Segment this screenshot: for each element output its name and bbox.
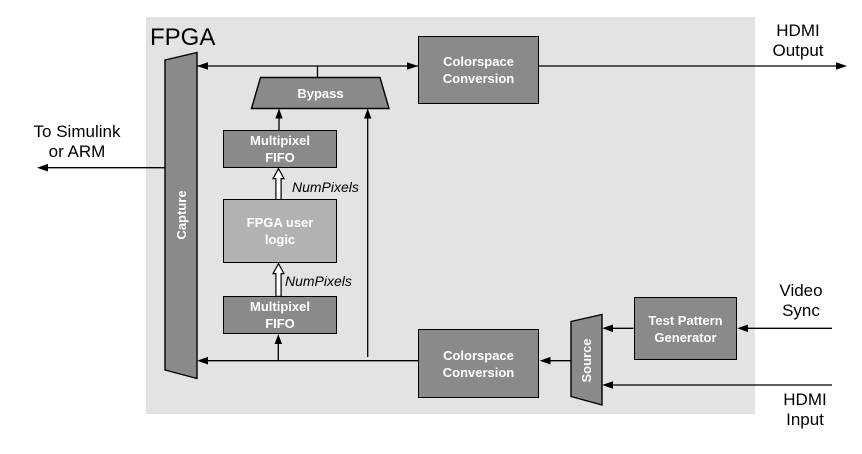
arrowhead-hdmi-output [836, 62, 847, 70]
multipixel-fifo-top-block: Multipixel FIFO [223, 130, 337, 168]
multipixel-fifo-top-line2: FIFO [265, 150, 295, 165]
video-sync-line1: Video [779, 281, 823, 300]
multipixel-fifo-bottom-line1: Multipixel [250, 299, 310, 314]
bypass-shape [250, 76, 390, 110]
bypass-label: Bypass [297, 85, 344, 101]
arrowhead-hdmi-into-source [602, 381, 613, 389]
fpga-user-logic-line1: FPGA user [246, 215, 314, 230]
multipixel-fifo-bottom-line2: FIFO [265, 316, 295, 331]
arrowhead-into-bypass-left [275, 108, 283, 119]
to-simulink-line1: To Simulink [33, 122, 121, 141]
arrowhead-into-colorspace-bottom [539, 356, 551, 365]
numpixels-label-top: NumPixels [292, 179, 359, 195]
colorspace-conversion-top-line1: Colorspace [443, 54, 514, 69]
arrowhead-into-colorspace-top [407, 62, 418, 70]
hdmi-input-label: HDMI Input [770, 390, 840, 429]
to-simulink-label: To Simulink or ARM [20, 122, 134, 161]
hdmi-input-line1: HDMI [783, 390, 827, 409]
arrowhead-into-fifo-bottom [274, 334, 282, 344]
source-shape [570, 313, 603, 406]
video-sync-line2: Sync [782, 300, 820, 320]
fpga-region-title: FPGA [150, 24, 216, 51]
arrowhead-into-tpg [737, 324, 748, 333]
multipixel-fifo-bottom-block: Multipixel FIFO [223, 296, 337, 334]
colorspace-conversion-top-block: Colorspace Conversion [418, 36, 539, 104]
test-pattern-generator-block: Test Pattern Generator [634, 297, 737, 360]
numpixels-label-bottom: NumPixels [285, 273, 352, 289]
arrowhead-to-simulink [37, 163, 48, 172]
arrowhead-into-capture-top [197, 62, 208, 70]
fpga-user-logic-block: FPGA user logic [223, 199, 337, 263]
to-simulink-line2: or ARM [48, 141, 106, 161]
test-pattern-generator-line2: Generator [654, 329, 717, 345]
numpixels-vector-arrow-bottom [271, 262, 286, 297]
colorspace-conversion-top-line2: Conversion [442, 71, 515, 86]
source-label: Source [579, 338, 594, 383]
video-sync-label: Video Sync [766, 281, 836, 320]
arrowhead-into-bypass-right [364, 108, 372, 119]
numpixels-vector-arrow-top [271, 167, 286, 201]
colorspace-conversion-bottom-line2: Conversion [442, 364, 515, 380]
test-pattern-generator-line1: Test Pattern [648, 312, 723, 328]
arrowhead-into-capture-bottom [197, 356, 208, 365]
colorspace-conversion-bottom-line1: Colorspace [443, 347, 514, 363]
hdmi-input-line2: Input [786, 409, 824, 429]
fpga-user-logic-line2: logic [264, 232, 296, 247]
capture-label: Capture [173, 190, 189, 240]
capture-shape [164, 51, 198, 380]
arrowhead-tpg-into-source [602, 324, 613, 333]
colorspace-conversion-bottom-block: Colorspace Conversion [418, 329, 539, 398]
hdmi-output-label: HDMI Output [763, 21, 833, 60]
hdmi-output-line1: HDMI [776, 21, 820, 40]
multipixel-fifo-top-line1: Multipixel [250, 133, 310, 148]
hdmi-output-line2: Output [772, 40, 824, 60]
